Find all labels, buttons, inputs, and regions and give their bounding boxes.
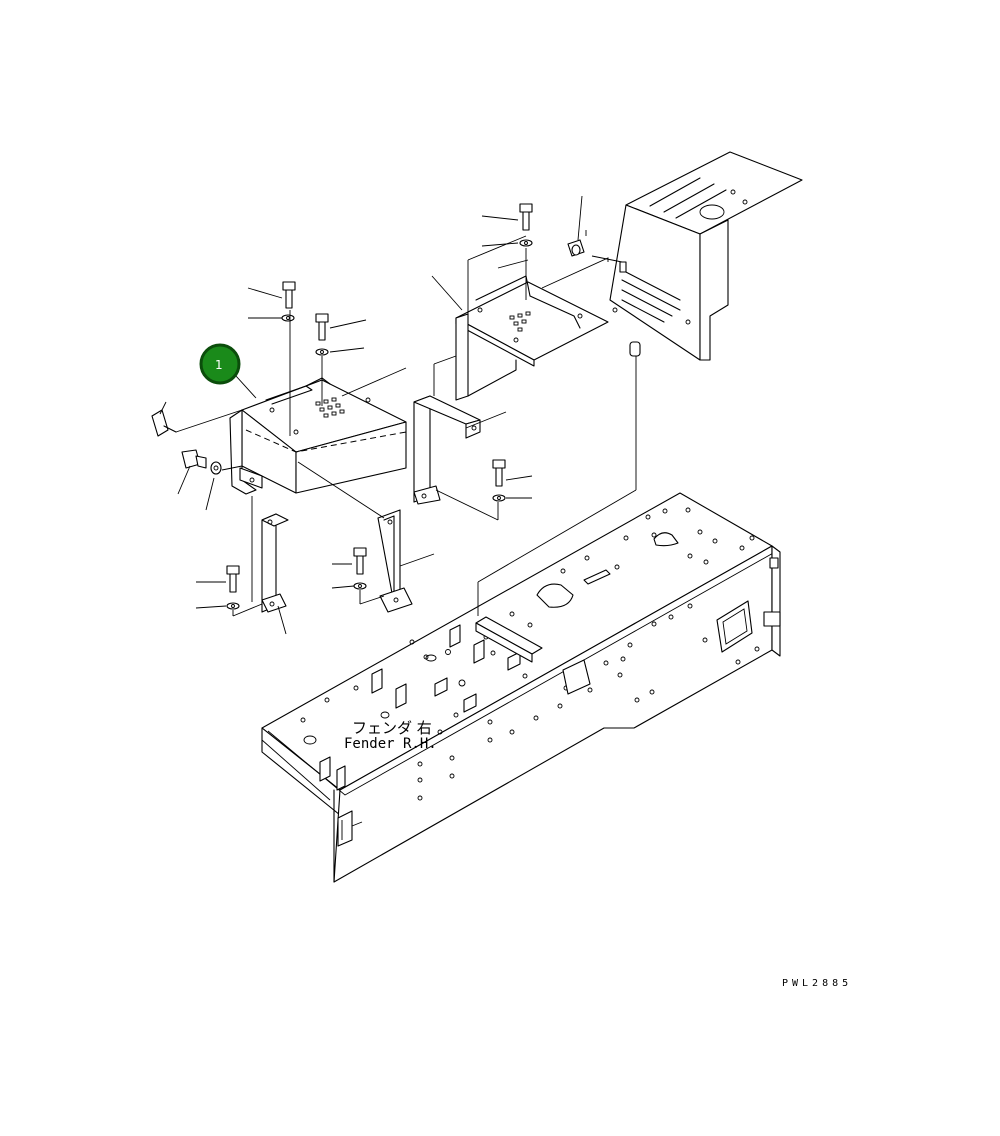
bolt-top-mid: [315, 313, 329, 356]
callout-circle: [199, 343, 241, 385]
battery-bracket-upper: [455, 275, 609, 401]
bolt-side-hex: [181, 449, 222, 475]
bolt-mid-right: [492, 459, 506, 502]
bolt-lower-mid: [353, 547, 367, 590]
fender-frame: [261, 492, 781, 883]
bolt-side-left: [151, 409, 177, 437]
drawing-code: PWL2885: [782, 978, 852, 989]
callout-number: 1: [215, 358, 223, 372]
battery-box: [229, 377, 407, 495]
bolt-lower-left: [226, 565, 240, 610]
bolt-top-left: [281, 281, 296, 322]
callout-1[interactable]: 1: [199, 343, 241, 385]
knob-bolt: [567, 239, 585, 257]
bracket-vertical-center: [413, 395, 481, 505]
bracket-vertical-left: [261, 513, 289, 613]
cover-upper: [609, 151, 803, 361]
bracket-vertical-right: [377, 509, 413, 613]
fender-label-japanese: フェンダ 右: [352, 719, 432, 737]
fender-label-english: Fender R.H.: [344, 736, 437, 752]
bolt-top-right: [519, 203, 533, 247]
leader-lines: [159, 195, 637, 635]
